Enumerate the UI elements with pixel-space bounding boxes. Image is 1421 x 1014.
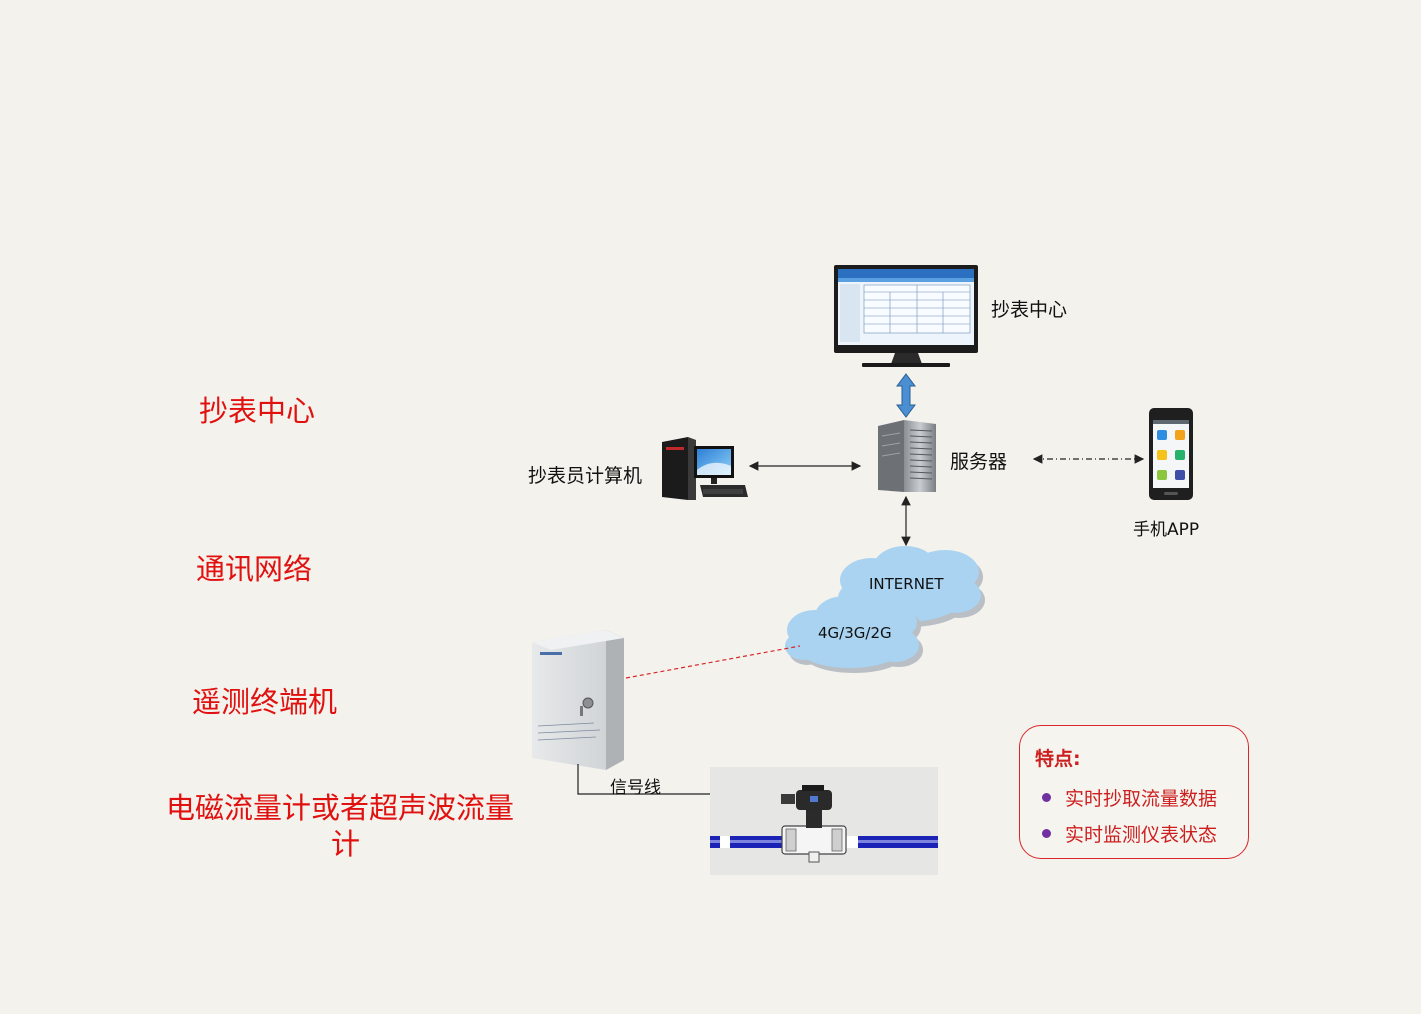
feature-text: 实时监测仪表状态 — [1065, 824, 1218, 846]
features-box: 特点: 实时抄取流量数据 实时监测仪表状态 — [1019, 725, 1249, 859]
bullet-icon — [1042, 829, 1051, 838]
server-label: 服务器 — [950, 451, 1008, 473]
terminal-network-link — [625, 645, 801, 679]
signal-wire-line — [577, 764, 710, 795]
monitor-icon — [834, 265, 978, 367]
internet-label: INTERNET — [869, 575, 944, 593]
layer-label-center: 抄表中心 — [199, 394, 316, 428]
feature-item: 实时监测仪表状态 — [1042, 820, 1217, 847]
bullet-icon — [1042, 793, 1051, 802]
features-title: 特点: — [1035, 748, 1081, 770]
flow-meter-icon — [710, 767, 938, 875]
signal-wire-label: 信号线 — [610, 778, 661, 798]
feature-text: 实时抄取流量数据 — [1065, 788, 1218, 810]
layer-label-terminal: 遥测终端机 — [192, 685, 338, 719]
mobile-network-cloud-icon — [785, 596, 923, 673]
layer-label-meter: 电磁流量计或者超声波流量 — [166, 791, 515, 825]
server-icon — [878, 420, 936, 492]
mobile-network-label: 4G/3G/2G — [818, 624, 892, 642]
phone-label: 手机APP — [1133, 520, 1200, 540]
phone-icon — [1149, 408, 1193, 500]
monitor-label: 抄表中心 — [991, 299, 1068, 321]
computer-icon — [662, 437, 748, 500]
feature-item: 实时抄取流量数据 — [1042, 784, 1217, 811]
monitor-server-link — [896, 373, 916, 418]
layer-label-meter-cont: 计 — [331, 827, 361, 861]
layer-label-network: 通讯网络 — [196, 552, 313, 586]
computer-label: 抄表员计算机 — [528, 465, 643, 487]
terminal-cabinet-icon — [532, 630, 624, 770]
